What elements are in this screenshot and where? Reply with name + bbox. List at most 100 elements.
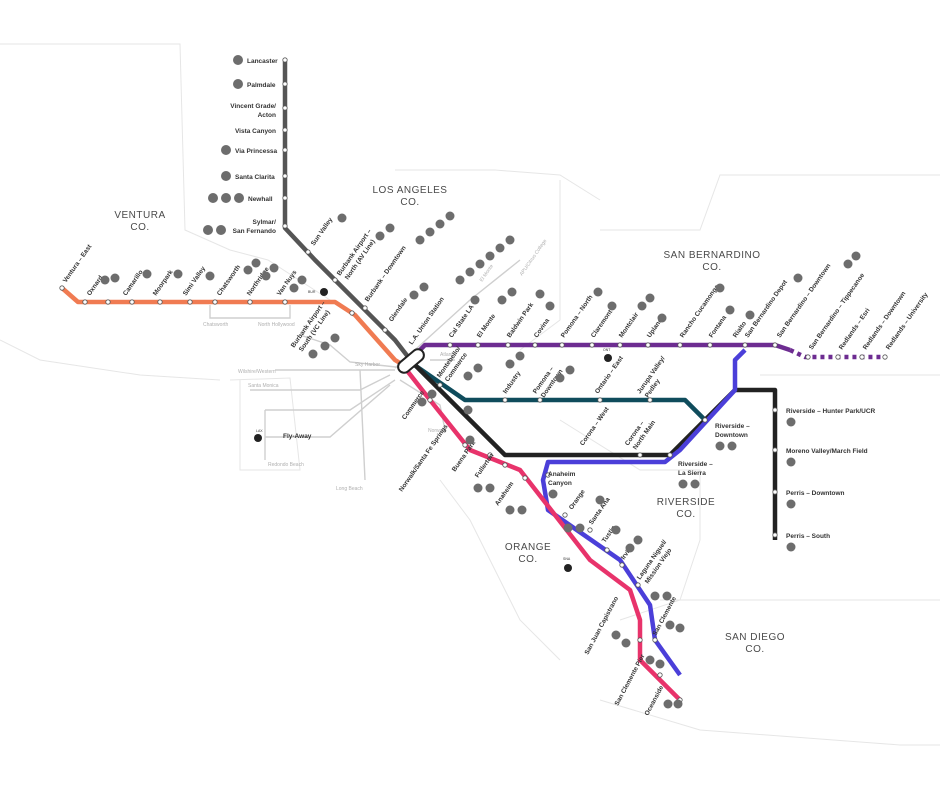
badge — [786, 542, 796, 552]
station-industry[interactable]: Industry — [502, 370, 523, 395]
station-dots — [59, 57, 888, 703]
badge — [427, 389, 437, 399]
airport-code-sna: SNA — [563, 557, 571, 561]
station-hunter-park[interactable]: Riverside – Hunter Park/UCR — [786, 408, 876, 415]
station-riverside-downtown[interactable]: Riverside – — [715, 423, 750, 430]
badge — [621, 638, 631, 648]
station-ventura-east[interactable]: Ventura – East — [62, 243, 94, 284]
station-orange[interactable]: Orange — [568, 488, 587, 511]
badge — [745, 310, 755, 320]
station-baldwin-park[interactable]: Baldwin Park — [506, 301, 535, 339]
station-riverside-la-sierra[interactable]: Riverside – — [678, 461, 713, 468]
station-riverside-downtown-2[interactable]: Downtown — [715, 432, 748, 439]
station-fontana[interactable]: Fontana — [708, 314, 728, 339]
badge — [495, 243, 505, 253]
station-van-nuys[interactable]: Van Nuys — [276, 269, 299, 297]
station-sylmar[interactable]: Sylmar/ — [253, 219, 277, 226]
badge — [470, 295, 480, 305]
station-claremont[interactable]: Claremont — [590, 308, 615, 339]
badge — [385, 223, 395, 233]
station-riverside-la-sierra-2[interactable]: La Sierra — [678, 470, 706, 477]
station-sjc[interactable]: San Juan Capistrano — [584, 596, 621, 656]
badge — [505, 235, 515, 245]
metro-rail-lines — [209, 259, 521, 481]
badge — [625, 543, 635, 553]
badge — [221, 145, 231, 155]
badge — [673, 699, 683, 709]
station-oceanside[interactable]: Oceanside — [644, 684, 666, 717]
badge — [297, 275, 307, 285]
airplane-icon — [604, 354, 612, 362]
badge — [565, 365, 575, 375]
station-moorpark[interactable]: Moorpark — [152, 269, 175, 298]
badge — [505, 505, 515, 515]
station-anaheim-canyon-2[interactable]: Canyon — [548, 480, 572, 487]
station-camarillo[interactable]: Camarillo — [122, 269, 145, 297]
badge — [715, 283, 725, 293]
station-santa-clarita[interactable]: Santa Clarita — [235, 174, 275, 181]
station-cal-state-la[interactable]: Cal State LA — [448, 304, 476, 340]
badge — [851, 251, 861, 261]
station-montclair[interactable]: Montclair — [618, 311, 641, 339]
metro-label-chatsworth: Chatsworth — [203, 322, 229, 328]
airport-code-ont: ONT — [603, 348, 611, 352]
county-san-bernardino: SAN BERNARDINO — [663, 250, 760, 261]
station-vista-canyon[interactable]: Vista Canyon — [235, 128, 276, 135]
airport-code-bur: BUR — [308, 290, 316, 294]
badge — [786, 417, 796, 427]
badge — [233, 55, 243, 65]
station-newhall[interactable]: Newhall — [248, 196, 273, 203]
station-chatsworth[interactable]: Chatsworth — [216, 264, 242, 297]
station-perris-south[interactable]: Perris – South — [786, 533, 830, 540]
station-palmdale[interactable]: Palmdale — [247, 82, 276, 89]
metro-label-apu: APU/Citrus College — [519, 238, 549, 277]
station-vincent-grade[interactable]: Vincent Grade/ — [230, 103, 276, 110]
station-sun-valley[interactable]: Sun Valley — [310, 216, 335, 247]
badge — [308, 349, 318, 359]
badge — [375, 231, 385, 241]
la-union-station-hub[interactable] — [396, 347, 427, 375]
station-via-princessa[interactable]: Via Princessa — [235, 148, 278, 155]
station-el-monte[interactable]: El Monte — [476, 313, 497, 340]
airport-code-lax: LAX — [256, 429, 263, 433]
station-anaheim-canyon[interactable]: Anaheim — [548, 471, 576, 478]
badge — [465, 435, 475, 445]
badge — [475, 259, 485, 269]
station-sylmar-2[interactable]: San Fernando — [233, 228, 276, 235]
station-simi-valley[interactable]: Simi Valley — [182, 265, 207, 297]
riverside-line — [408, 360, 707, 422]
badge — [409, 290, 419, 300]
station-lancaster[interactable]: Lancaster — [247, 58, 278, 65]
badge — [216, 225, 226, 235]
station-glendale[interactable]: Glendale — [388, 296, 410, 323]
county-los-angeles-co: CO. — [400, 197, 419, 208]
station-san-clemente[interactable]: San Clemente — [652, 595, 679, 637]
badge — [455, 275, 465, 285]
inland-empire-oc-line — [540, 348, 747, 677]
station-anaheim[interactable]: Anaheim — [494, 480, 516, 507]
badge — [637, 301, 647, 311]
badge — [575, 523, 585, 533]
station-perris-downtown[interactable]: Perris – Downtown — [786, 490, 845, 497]
metro-label-santa-monica: Santa Monica — [248, 383, 279, 389]
badge — [465, 267, 475, 277]
badge — [463, 371, 473, 381]
county-orange-co: CO. — [518, 554, 537, 565]
station-pomona-north[interactable]: Pomona – North — [560, 294, 595, 339]
orange-county-line — [403, 366, 682, 702]
station-sc-pier[interactable]: San Clemente Pier — [614, 653, 647, 707]
airplane-icon — [254, 434, 262, 442]
badge — [725, 305, 735, 315]
station-corona-west[interactable]: Corona – West — [579, 405, 611, 447]
metro-label-atlantic: Atlantic — [440, 352, 457, 358]
station-moreno-valley[interactable]: Moreno Valley/March Field — [786, 448, 868, 455]
station-redlands-university[interactable]: Redlands – University — [885, 291, 930, 351]
county-san-diego-co: CO. — [745, 644, 764, 655]
badge — [517, 505, 527, 515]
station-burbank-downtown[interactable]: Burbank – Downtown — [364, 245, 408, 303]
station-redlands-downtown[interactable]: Redlands – Downtown — [862, 290, 908, 351]
badge — [208, 193, 218, 203]
county-ventura-co: CO. — [130, 222, 149, 233]
metro-label-norwalk: Norwalk — [428, 428, 447, 434]
station-vincent-grade-2[interactable]: Acton — [258, 112, 276, 119]
